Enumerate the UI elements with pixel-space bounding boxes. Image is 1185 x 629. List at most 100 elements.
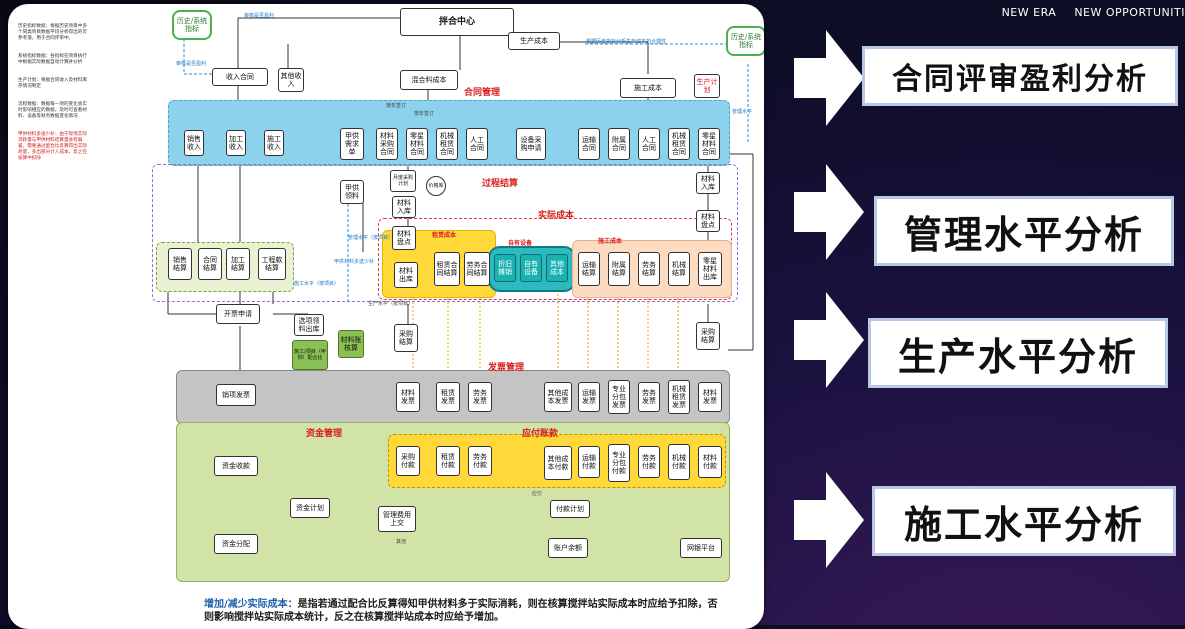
labor-pay-node: 劳务付款 — [468, 446, 492, 476]
top-nav-item[interactable]: NEW OPPORTUNITI — [1074, 6, 1185, 19]
machine-contract-node: 机械租赁合同 — [436, 128, 458, 160]
build-cost-node: 施工成本 — [620, 78, 676, 98]
history-index-badge-left: 历史/系统指标 — [172, 10, 212, 40]
card-management-level-analysis[interactable]: 管理水平分析 — [874, 196, 1174, 266]
label-build-level: 施工水平（按项目） — [294, 281, 340, 287]
project-settle-node: 工程款结算 — [258, 248, 286, 280]
labor-settle-node: 劳务合同结算 — [464, 252, 490, 286]
addon-contract-node: 附属合同 — [608, 128, 630, 160]
fund-collect-node: 资金收款 — [214, 456, 258, 476]
worker-contract-node: 人工合同 — [638, 128, 660, 160]
purchase-settle-right-node: 采购结算 — [696, 322, 720, 350]
lease-settle-node: 租赁合同结算 — [434, 252, 460, 286]
own-equip-node: 自有设备 — [520, 254, 542, 282]
lease-invoice-node: 租赁发票 — [436, 382, 460, 412]
material-in-right-node: 材料入库 — [696, 172, 720, 194]
income-contract-node: 收入合同 — [212, 68, 268, 86]
special-pay-node: 专业分包付款 — [608, 444, 630, 482]
purchase-settle-node: 采购结算 — [394, 324, 418, 352]
process-lane — [152, 164, 738, 302]
history-index-badge-right: 历史/系统指标 — [726, 26, 764, 56]
note-history-index: 历史指标数据：根据历史项目中多个同类项目数据平均分析得出的可参考值，用于合同评审… — [18, 24, 87, 41]
right-arrow-icon — [794, 164, 864, 260]
build-unit-node: 施工/项目（甲供）配合比 — [292, 340, 328, 370]
lane-label-contract: 合同管理 — [464, 88, 501, 98]
transport-pay-node: 运输付款 — [578, 446, 600, 478]
scattered-contract-node: 零星材料合同 — [406, 128, 428, 160]
machine-invoice-node: 机械租赁发票 — [668, 380, 690, 414]
machine-settle-node: 机械结算 — [668, 252, 690, 286]
pay-plan-node: 付款计划 — [550, 500, 590, 518]
top-nav-item[interactable]: NEW ERA — [1001, 6, 1057, 19]
build-income-node: 施工收入 — [264, 130, 284, 156]
lane-label-actual: 实际成本 — [538, 211, 575, 221]
mix-cost-node: 混合料成本 — [400, 70, 458, 90]
sales-income-node: 销售收入 — [184, 130, 204, 156]
lane-label-process: 过程结算 — [482, 179, 519, 189]
contract-settle-node: 合同结算 — [198, 248, 222, 280]
other-income-node: 其他收入 — [278, 68, 304, 92]
equip-request-node: 设备采购申请 — [516, 128, 546, 160]
material-inout-node: 选项领料出库 — [294, 314, 324, 336]
material-invoice-node: 材料发票 — [396, 382, 420, 412]
purchase-pay-node: 采购付款 — [396, 446, 420, 476]
lease-pay-node: 租赁付款 — [436, 446, 460, 476]
label-management-level: 管理水平（按项目） — [348, 235, 394, 241]
labor-pay2-node: 劳务付款 — [638, 446, 660, 478]
right-arrow-icon — [794, 292, 864, 388]
label-owner-less: 甲供材料多送少补 — [334, 259, 375, 265]
diagram-sheet: 历史指标数据：根据历史项目中多个同类项目数据平均分析得出的可参考值，用于合同评审… — [8, 4, 764, 629]
mixing-center-node: 拌合中心 — [400, 8, 514, 36]
label-annual-sign-1: 按年签订 — [386, 103, 407, 109]
depreciation-node: 折旧摊销 — [494, 254, 516, 282]
footnote-highlight: 增加/减少实际成本： — [204, 599, 298, 610]
transport-invoice-node: 运输发票 — [578, 382, 600, 412]
card-contract-profit-analysis[interactable]: 合同评审盈利分析 — [862, 46, 1178, 106]
lane-label-build-cost: 施工成本 — [598, 238, 623, 245]
process-income-node: 加工收入 — [226, 130, 246, 156]
card-production-level-analysis[interactable]: 生产水平分析 — [868, 318, 1168, 388]
lane-label-payable: 应付账款 — [522, 429, 559, 439]
note-system-index: 系统指标数据：各指标在项目执行中根据实际数据自动计算并分析 — [18, 54, 87, 65]
owner-demand-node: 甲供需求单 — [340, 128, 364, 160]
machine-lease-node: 机械租赁合同 — [668, 128, 690, 160]
label-production-level: 生产水平（按项目） — [368, 301, 414, 307]
special-invoice-node: 专业分包发票 — [608, 380, 630, 414]
lane-label-invoice: 发票管理 — [488, 363, 525, 373]
labor-settle2-node: 劳务结算 — [638, 252, 660, 286]
transport-settle-node: 运输结算 — [578, 252, 600, 286]
material-check-node: 材料盘点 — [392, 226, 416, 250]
price-library-node: 价格库 — [426, 176, 446, 196]
sales-invoice-node: 销项发票 — [216, 384, 256, 406]
right-arrow-icon — [794, 472, 864, 568]
lane-label-lease-cost: 租赁成本 — [432, 232, 457, 239]
side-notes: 历史指标数据：根据历史项目中多个同类项目数据平均分析得出的可参考值，用于合同评审… — [18, 24, 90, 174]
labor-contract-node: 人工合同 — [466, 128, 488, 160]
label-other-note: 其他 — [396, 539, 407, 545]
label-management-level-right: 管理水平 — [732, 109, 753, 115]
label-history-analysis: 根据历史指标分析生产成本的合理性 — [586, 39, 667, 45]
card-construction-level-analysis[interactable]: 施工水平分析 — [872, 486, 1176, 556]
top-navigation: NEW ERA NEW OPPORTUNITI — [988, 6, 1185, 19]
material-out-node: 材料出库 — [394, 262, 418, 288]
other-cost-node: 其他成本 — [546, 254, 568, 282]
material-in-node: 材料入库 — [392, 196, 416, 218]
material-contract-node: 材料采购合同 — [376, 128, 398, 160]
material-pay-node: 材料付款 — [698, 446, 722, 478]
lane-label-own-equip: 自有设备 — [508, 240, 533, 247]
owner-material-node: 甲供领料 — [340, 180, 364, 204]
sales-settle-node: 销售结算 — [168, 248, 192, 280]
lane-label-fund: 资金管理 — [306, 429, 343, 439]
monthly-plan-node: 月度采购计划 — [390, 170, 416, 192]
footnote: 增加/减少实际成本：是指若通过配合比反算得知甲供材料多于实际消耗，则在核算搅拌站… — [204, 598, 724, 624]
note-production-plan: 生产计划：根据合同收入及材料库存情况制定 — [18, 78, 87, 89]
addon-settle-node: 附属结算 — [608, 252, 630, 286]
footnote-body: 是指若通过配合比反算得知甲供材料多于实际消耗，则在核算搅拌站实际成本时应给予扣除… — [204, 599, 718, 623]
transport-contract-node: 运输合同 — [578, 128, 600, 160]
label-check-profit-2: 审核是否盈利 — [176, 61, 207, 67]
fund-alloc-node: 资金分配 — [214, 534, 258, 554]
production-plan-node: 生产计划 — [694, 74, 720, 98]
material-check-right-node: 材料盘点 — [696, 210, 720, 232]
labor-invoice2-node: 劳务发票 — [638, 382, 660, 412]
label-annual-sign-2: 按年签订 — [414, 111, 435, 117]
